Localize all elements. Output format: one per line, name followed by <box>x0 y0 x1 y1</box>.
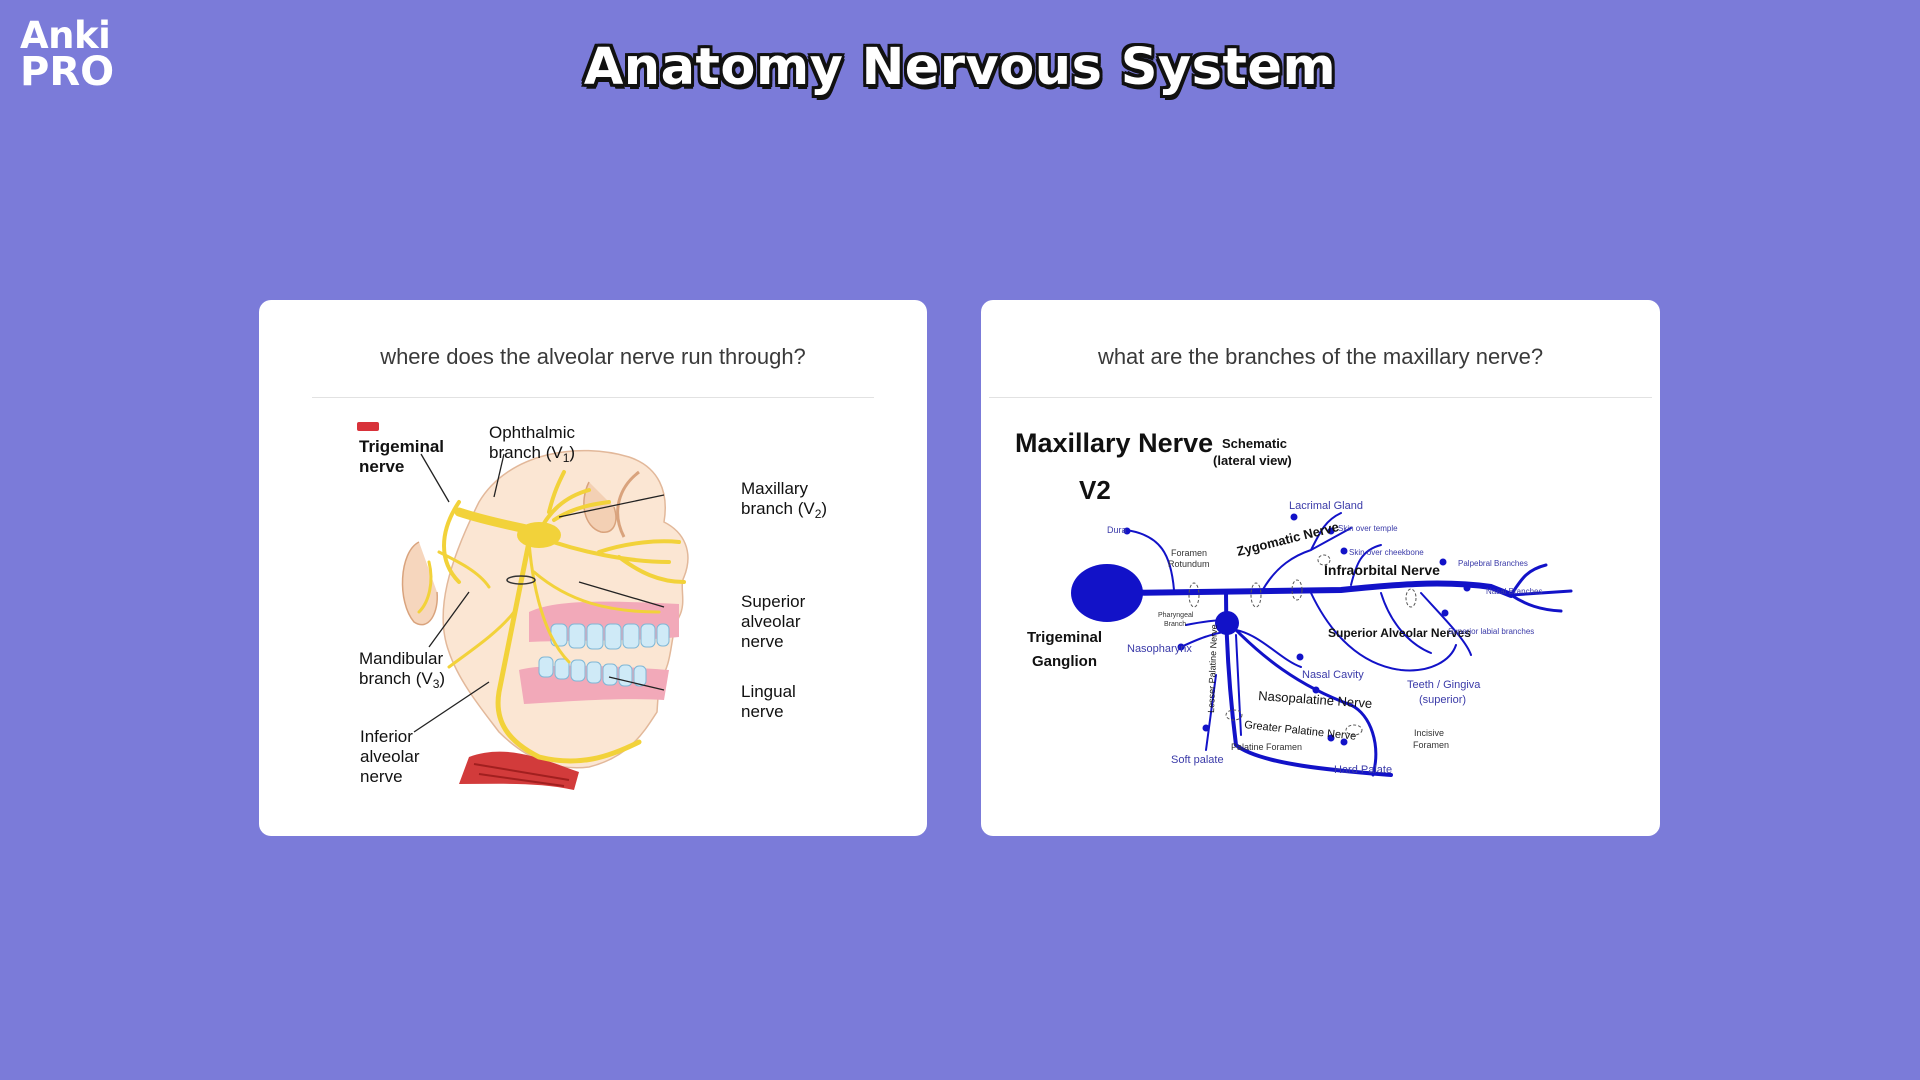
label-mandibular-1: Mandibular <box>359 649 443 668</box>
label-infraorbital-nerve: Infraorbital Nerve <box>1324 562 1440 578</box>
label-nasal-branches: Nasal Branches <box>1486 587 1542 596</box>
label-palpebral-branches: Palpebral Branches <box>1458 559 1528 568</box>
label-dura: Dura <box>1107 525 1127 535</box>
label-pharyngeal-1: Pharyngeal <box>1158 612 1194 619</box>
label-teeth-gingiva-2: (superior) <box>1419 694 1466 706</box>
label-lingual-1: Lingual <box>741 682 796 701</box>
schematic-title: Maxillary Nerve <box>1015 428 1213 458</box>
schematic-subtitle-1: Schematic <box>1222 436 1287 451</box>
logo-line-anki: Anki <box>20 14 111 57</box>
label-maxillary-2: branch (V2) <box>741 499 827 521</box>
maxillary-nerve-schematic: Maxillary Nerve V2 Schematic (lateral vi… <box>1011 415 1641 815</box>
label-teeth-gingiva-1: Teeth / Gingiva <box>1407 679 1481 691</box>
card-divider <box>312 397 874 398</box>
trigeminal-anatomy-svg: Trigeminal nerve Ophthalmic branch (V1) … <box>357 422 827 790</box>
label-nasopharynx: Nasopharynx <box>1127 643 1192 655</box>
label-inferior-alveolar-1: Inferior <box>360 727 413 746</box>
label-trigeminal-nerve-1: Trigeminal <box>359 437 444 456</box>
label-incisive-1: Incisive <box>1414 728 1444 738</box>
label-lingual-2: nerve <box>741 702 784 721</box>
label-skin-cheek: Skin over cheekbone <box>1349 548 1424 557</box>
label-ophthalmic-2: branch (V1) <box>489 443 575 465</box>
label-trigeminal-nerve-2: nerve <box>359 457 404 476</box>
label-trigeminal-ganglion-1: Trigeminal <box>1027 629 1102 646</box>
label-ophthalmic-1: Ophthalmic <box>489 423 575 442</box>
label-superior-alveolar-2: alveolar <box>741 612 801 631</box>
card-question: what are the branches of the maxillary n… <box>1097 344 1544 369</box>
label-nasopalatine-nerve: Nasopalatine Nerve <box>1258 688 1373 711</box>
label-palatine-foramen: Palatine Foramen <box>1231 742 1302 752</box>
label-superior-alveolar-nerves: Superior Alveolar Nerves <box>1328 626 1471 640</box>
trigeminal-nerve-illustration: Trigeminal nerve Ophthalmic branch (V1) … <box>339 412 839 812</box>
label-greater-palatine-nerve: Greater Palatine Nerve <box>1244 719 1357 743</box>
anki-pro-logo[interactable]: Anki PRO <box>20 14 115 95</box>
schematic-subtitle-2: (lateral view) <box>1213 453 1292 468</box>
label-mandibular-2: branch (V3) <box>359 669 445 691</box>
label-soft-palate: Soft palate <box>1171 754 1224 766</box>
label-lesser-palatine-nerve: Lesser Palatine Nerve <box>1206 624 1219 713</box>
logo-line-pro: PRO <box>20 49 115 95</box>
label-foramen-2: Rotundum <box>1168 559 1210 569</box>
flashcard-maxillary-branches[interactable]: what are the branches of the maxillary n… <box>981 300 1660 836</box>
label-incisive-2: Foramen <box>1413 740 1449 750</box>
flashcard-alveolar-nerve[interactable]: where does the alveolar nerve run throug… <box>259 300 927 836</box>
label-lacrimal-gland: Lacrimal Gland <box>1289 500 1363 512</box>
label-superior-alveolar-3: nerve <box>741 632 784 651</box>
card-divider <box>989 397 1652 398</box>
label-hard-palate: Hard Palate <box>1334 764 1392 776</box>
page-title: Anatomy Nervous System <box>583 38 1337 97</box>
label-inferior-alveolar-2: alveolar <box>360 747 420 766</box>
label-foramen-1: Foramen <box>1171 548 1207 558</box>
label-inferior-alveolar-3: nerve <box>360 767 403 786</box>
card-question: where does the alveolar nerve run throug… <box>380 344 806 369</box>
label-zygomatic-nerve: Zygomatic Nerve <box>1235 519 1340 559</box>
label-trigeminal-ganglion-2: Ganglion <box>1032 653 1097 670</box>
label-superior-labial: Superior labial branches <box>1448 627 1534 636</box>
label-skin-temple: Skin over temple <box>1338 524 1398 533</box>
label-pharyngeal-2: Branch <box>1164 621 1186 628</box>
maxillary-schematic-svg: Maxillary Nerve V2 Schematic (lateral vi… <box>1015 428 1573 777</box>
label-maxillary-1: Maxillary <box>741 479 809 498</box>
schematic-v2: V2 <box>1079 475 1111 505</box>
label-superior-alveolar-1: Superior <box>741 592 806 611</box>
label-nasal-cavity: Nasal Cavity <box>1302 669 1364 681</box>
